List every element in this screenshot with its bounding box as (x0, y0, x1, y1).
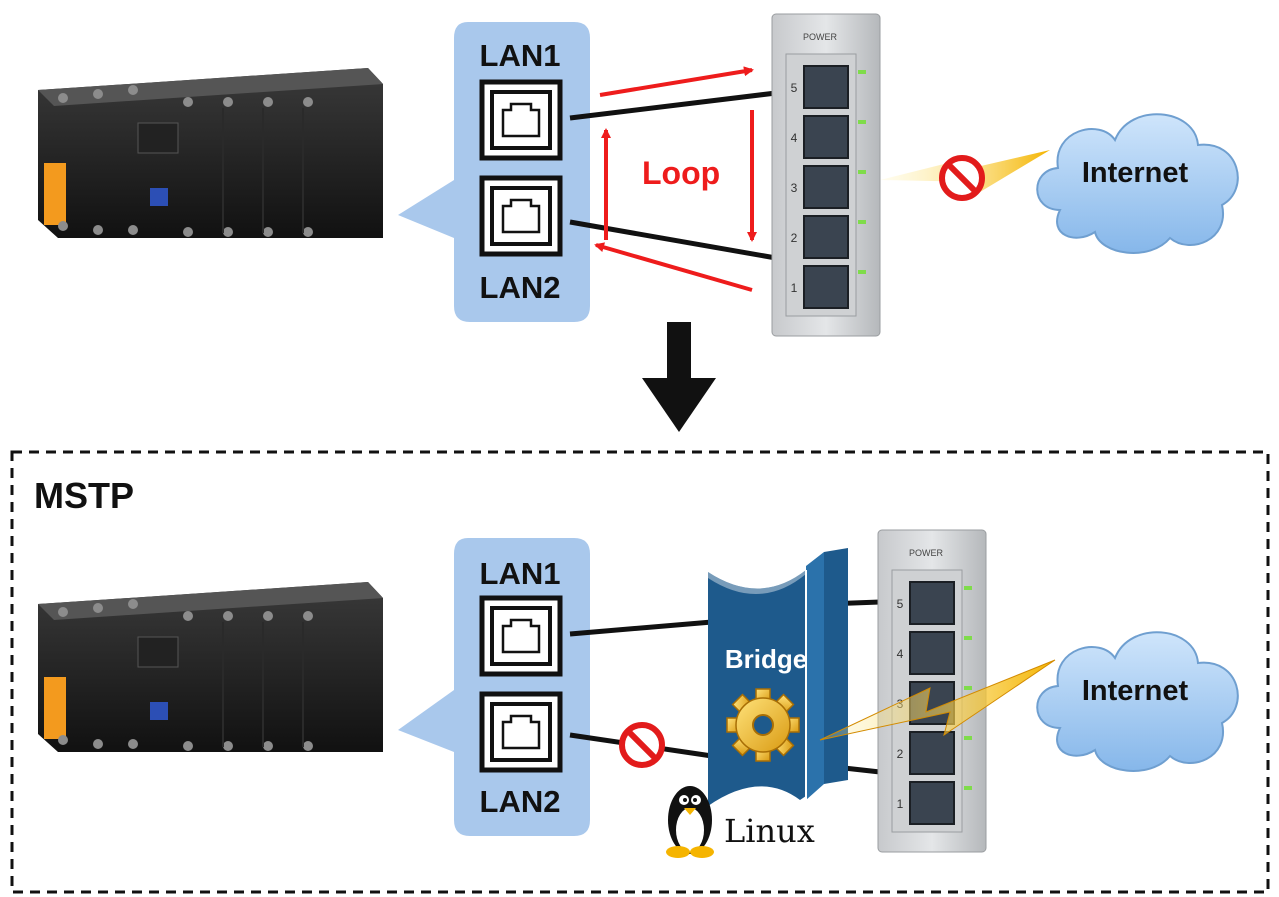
internet-label-top: Internet (1082, 157, 1189, 189)
switch-port-1-bottom: 1 (897, 797, 904, 811)
lan2-label-bottom: LAN2 (480, 784, 561, 819)
lan1-port-icon-top (479, 79, 563, 161)
switch-port-4-bottom: 4 (897, 647, 904, 661)
internet-cloud-icon-top (1036, 113, 1239, 254)
switch-port-5-top: 5 (791, 81, 798, 95)
switch-port-5-bottom: 5 (897, 597, 904, 611)
lan1-label-bottom: LAN1 (480, 556, 561, 591)
switch-port-3-top: 3 (791, 181, 798, 195)
lan1-port-icon-bottom (479, 595, 563, 677)
lan1-label-top: LAN1 (480, 38, 561, 73)
bridge-label: Bridge (725, 644, 807, 674)
switch-top (771, 13, 881, 337)
cable-lan1-top (569, 90, 777, 121)
switch-port-4-top: 4 (791, 131, 798, 145)
switch-port-2-top: 2 (791, 231, 798, 245)
lan2-label-top: LAN2 (480, 270, 561, 305)
switch-port-1-top: 1 (791, 281, 798, 295)
lan2-port-icon-top (479, 175, 563, 257)
linux-penguin-icon (666, 786, 714, 858)
switch-port-2-bottom: 2 (897, 747, 904, 761)
mstp-section-title: MSTP (34, 475, 134, 516)
lan2-port-icon-bottom (479, 691, 563, 773)
loop-label: Loop (642, 155, 720, 191)
mstp-section-border (10, 450, 1270, 894)
transition-arrow-icon (642, 322, 716, 432)
loop-arrows (594, 66, 757, 292)
block-sign-icon-bottom (619, 722, 665, 768)
internet-cloud-icon-bottom (1036, 631, 1239, 772)
switch-power-label-bottom: POWER (909, 548, 944, 558)
switch-bottom (877, 529, 987, 853)
plc-device-bottom (38, 582, 383, 752)
block-sign-icon-top (939, 155, 985, 201)
linux-label: Linux (724, 812, 815, 850)
internet-label-bottom: Internet (1082, 675, 1189, 707)
gear-icon (726, 688, 800, 762)
cable-lan1-bottom (569, 619, 713, 637)
lightning-icon-bottom (819, 659, 1056, 741)
plc-device-top (38, 68, 383, 238)
bridge-icon (708, 548, 848, 806)
switch-power-label-top: POWER (803, 32, 838, 42)
cable-lan2-top (569, 219, 777, 261)
